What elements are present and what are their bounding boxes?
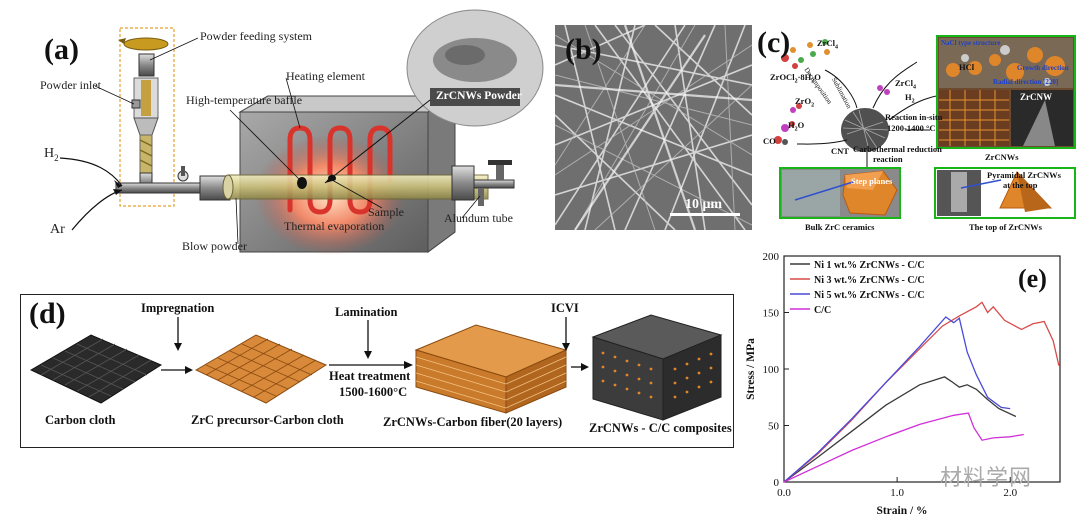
y-tick-label: 150 xyxy=(763,308,780,320)
label-alundum-tube: Alundum tube xyxy=(444,211,513,225)
label-growth-direction: Growth direction xyxy=(1017,64,1069,72)
panel-d-label: (d) xyxy=(29,297,66,330)
label-zrcl4-h2: ZrCl4 xyxy=(895,78,916,91)
panel-c-label: (c) xyxy=(757,26,791,59)
label-fiber: ZrCNWs-Carbon fiber(20 layers) xyxy=(383,415,563,429)
label-high-temperature-baffle: High-temperature baffle xyxy=(186,93,303,107)
legend-label-2: Ni 3 wt.% ZrCNWs - C/C xyxy=(814,275,925,286)
label-precursor: ZrC precursor-Carbon cloth xyxy=(191,413,344,427)
label-sample: Sample xyxy=(368,205,404,219)
y-tick-label: 100 xyxy=(763,364,780,376)
composite-cube xyxy=(591,314,723,421)
carbon-cloth-sheet xyxy=(29,334,163,404)
label-bulk-zrc: Bulk ZrC ceramics xyxy=(805,222,875,232)
alundum-tube xyxy=(227,174,489,200)
series-line-1 xyxy=(783,376,1017,483)
y-axis-label: Stress / MPa xyxy=(745,338,757,400)
label-heat-temperature: 1500-1600°C xyxy=(339,385,408,399)
label-carbon-cloth: Carbon cloth xyxy=(45,413,116,427)
label-powder-feeding-system: Powder feeding system xyxy=(200,29,312,43)
legend-label-1: Ni 1 wt.% ZrCNWs - C/C xyxy=(814,260,925,271)
label-nacl: NaCl type structure xyxy=(941,39,1001,47)
panel-d-process xyxy=(29,314,723,421)
label-reaction: reaction xyxy=(873,154,903,164)
label-zrcl4: ZrCl4 xyxy=(817,38,838,51)
x-tick-label: 2.0 xyxy=(1003,487,1017,499)
panel-c: (c) ZrCl4 Sublimation ZrOCl2·8H2O Decomp… xyxy=(755,26,1080,250)
panel-d: (d) Impregnation Lamination ICVI Heat tr… xyxy=(20,294,734,448)
panel-c-scheme xyxy=(774,35,1076,219)
series-line-4 xyxy=(783,412,1024,483)
label-reaction-in-situ: Reaction in-situ xyxy=(885,112,943,122)
label-temperature: 1200-1400 °C xyxy=(887,123,936,133)
scale-bar-label: 10 μm xyxy=(685,197,723,212)
label-zrcnws: ZrCNWs xyxy=(985,152,1019,162)
label-h2o: H2O xyxy=(788,120,805,133)
y-tick-label: 200 xyxy=(763,251,780,263)
label-at-top: at the top xyxy=(1003,180,1038,190)
feeder-dashed-box xyxy=(119,27,175,207)
label-co: CO xyxy=(763,136,776,146)
stacked-fiber-block xyxy=(414,324,568,414)
x-tick-label: 1.0 xyxy=(890,487,904,499)
label-hcl: HCl xyxy=(959,62,975,72)
label-blow-powder: Blow powder xyxy=(182,239,247,253)
sem-image xyxy=(555,25,752,230)
label-ar: Ar xyxy=(50,222,65,237)
legend-label-3: Ni 5 wt.% ZrCNWs - C/C xyxy=(814,290,925,301)
legend-label-4: C/C xyxy=(814,305,831,316)
heating-element xyxy=(287,125,393,215)
label-thermal-evaporation: Thermal evaporation xyxy=(284,219,385,233)
label-zrocl2: ZrOCl2·8H2O xyxy=(770,72,821,85)
label-radial-direction: Radial direction [220] xyxy=(993,78,1059,86)
precursor-cloth-sheet xyxy=(194,334,328,404)
panel-e-label: (e) xyxy=(1018,264,1047,293)
label-top-of-zrcnws: The top of ZrCNWs xyxy=(969,222,1042,232)
label-step-planes: Step planes xyxy=(851,176,893,186)
y-tick-label: 0 xyxy=(774,477,780,489)
rotation-arrow-icon xyxy=(123,37,169,51)
label-cnt: CNT xyxy=(831,146,849,156)
watermark: 材料学网 xyxy=(940,466,1033,491)
label-lamination: Lamination xyxy=(335,305,398,319)
series-line-2 xyxy=(783,301,1060,483)
label-zro2: ZrO2 xyxy=(795,96,815,109)
panel-a-apparatus xyxy=(59,9,544,255)
panel-b: (b) 10 μm xyxy=(555,25,752,230)
label-zrcnws-powder: ZrCNWs Powder xyxy=(436,90,522,102)
label-h2: H2 xyxy=(44,146,59,163)
label-zrcnw-inset: ZrCNW xyxy=(1020,92,1052,102)
label-carbothermal: Carbothermal reduction xyxy=(853,144,942,154)
label-heat-treatment: Heat treatment xyxy=(329,369,411,383)
label-heating-element: Heating element xyxy=(286,69,365,83)
x-axis-label: Strain / % xyxy=(876,505,927,517)
label-icvi: ICVI xyxy=(551,301,579,315)
label-h2-c: H2 xyxy=(905,92,915,105)
label-pyramidal: Pyramidal ZrCNWs xyxy=(987,170,1061,180)
panel-a: (a) Powder feeding system Powder inlet H… xyxy=(0,0,545,280)
label-powder-inlet: Powder inlet xyxy=(40,78,101,92)
x-tick-label: 0.0 xyxy=(777,487,791,499)
panel-b-label: (b) xyxy=(565,33,602,66)
label-composite: ZrCNWs - C/C composites xyxy=(589,421,732,435)
panel-a-label: (a) xyxy=(44,33,79,66)
label-impregnation: Impregnation xyxy=(141,301,215,315)
series-line-3 xyxy=(783,316,1011,483)
y-tick-label: 50 xyxy=(768,421,780,433)
